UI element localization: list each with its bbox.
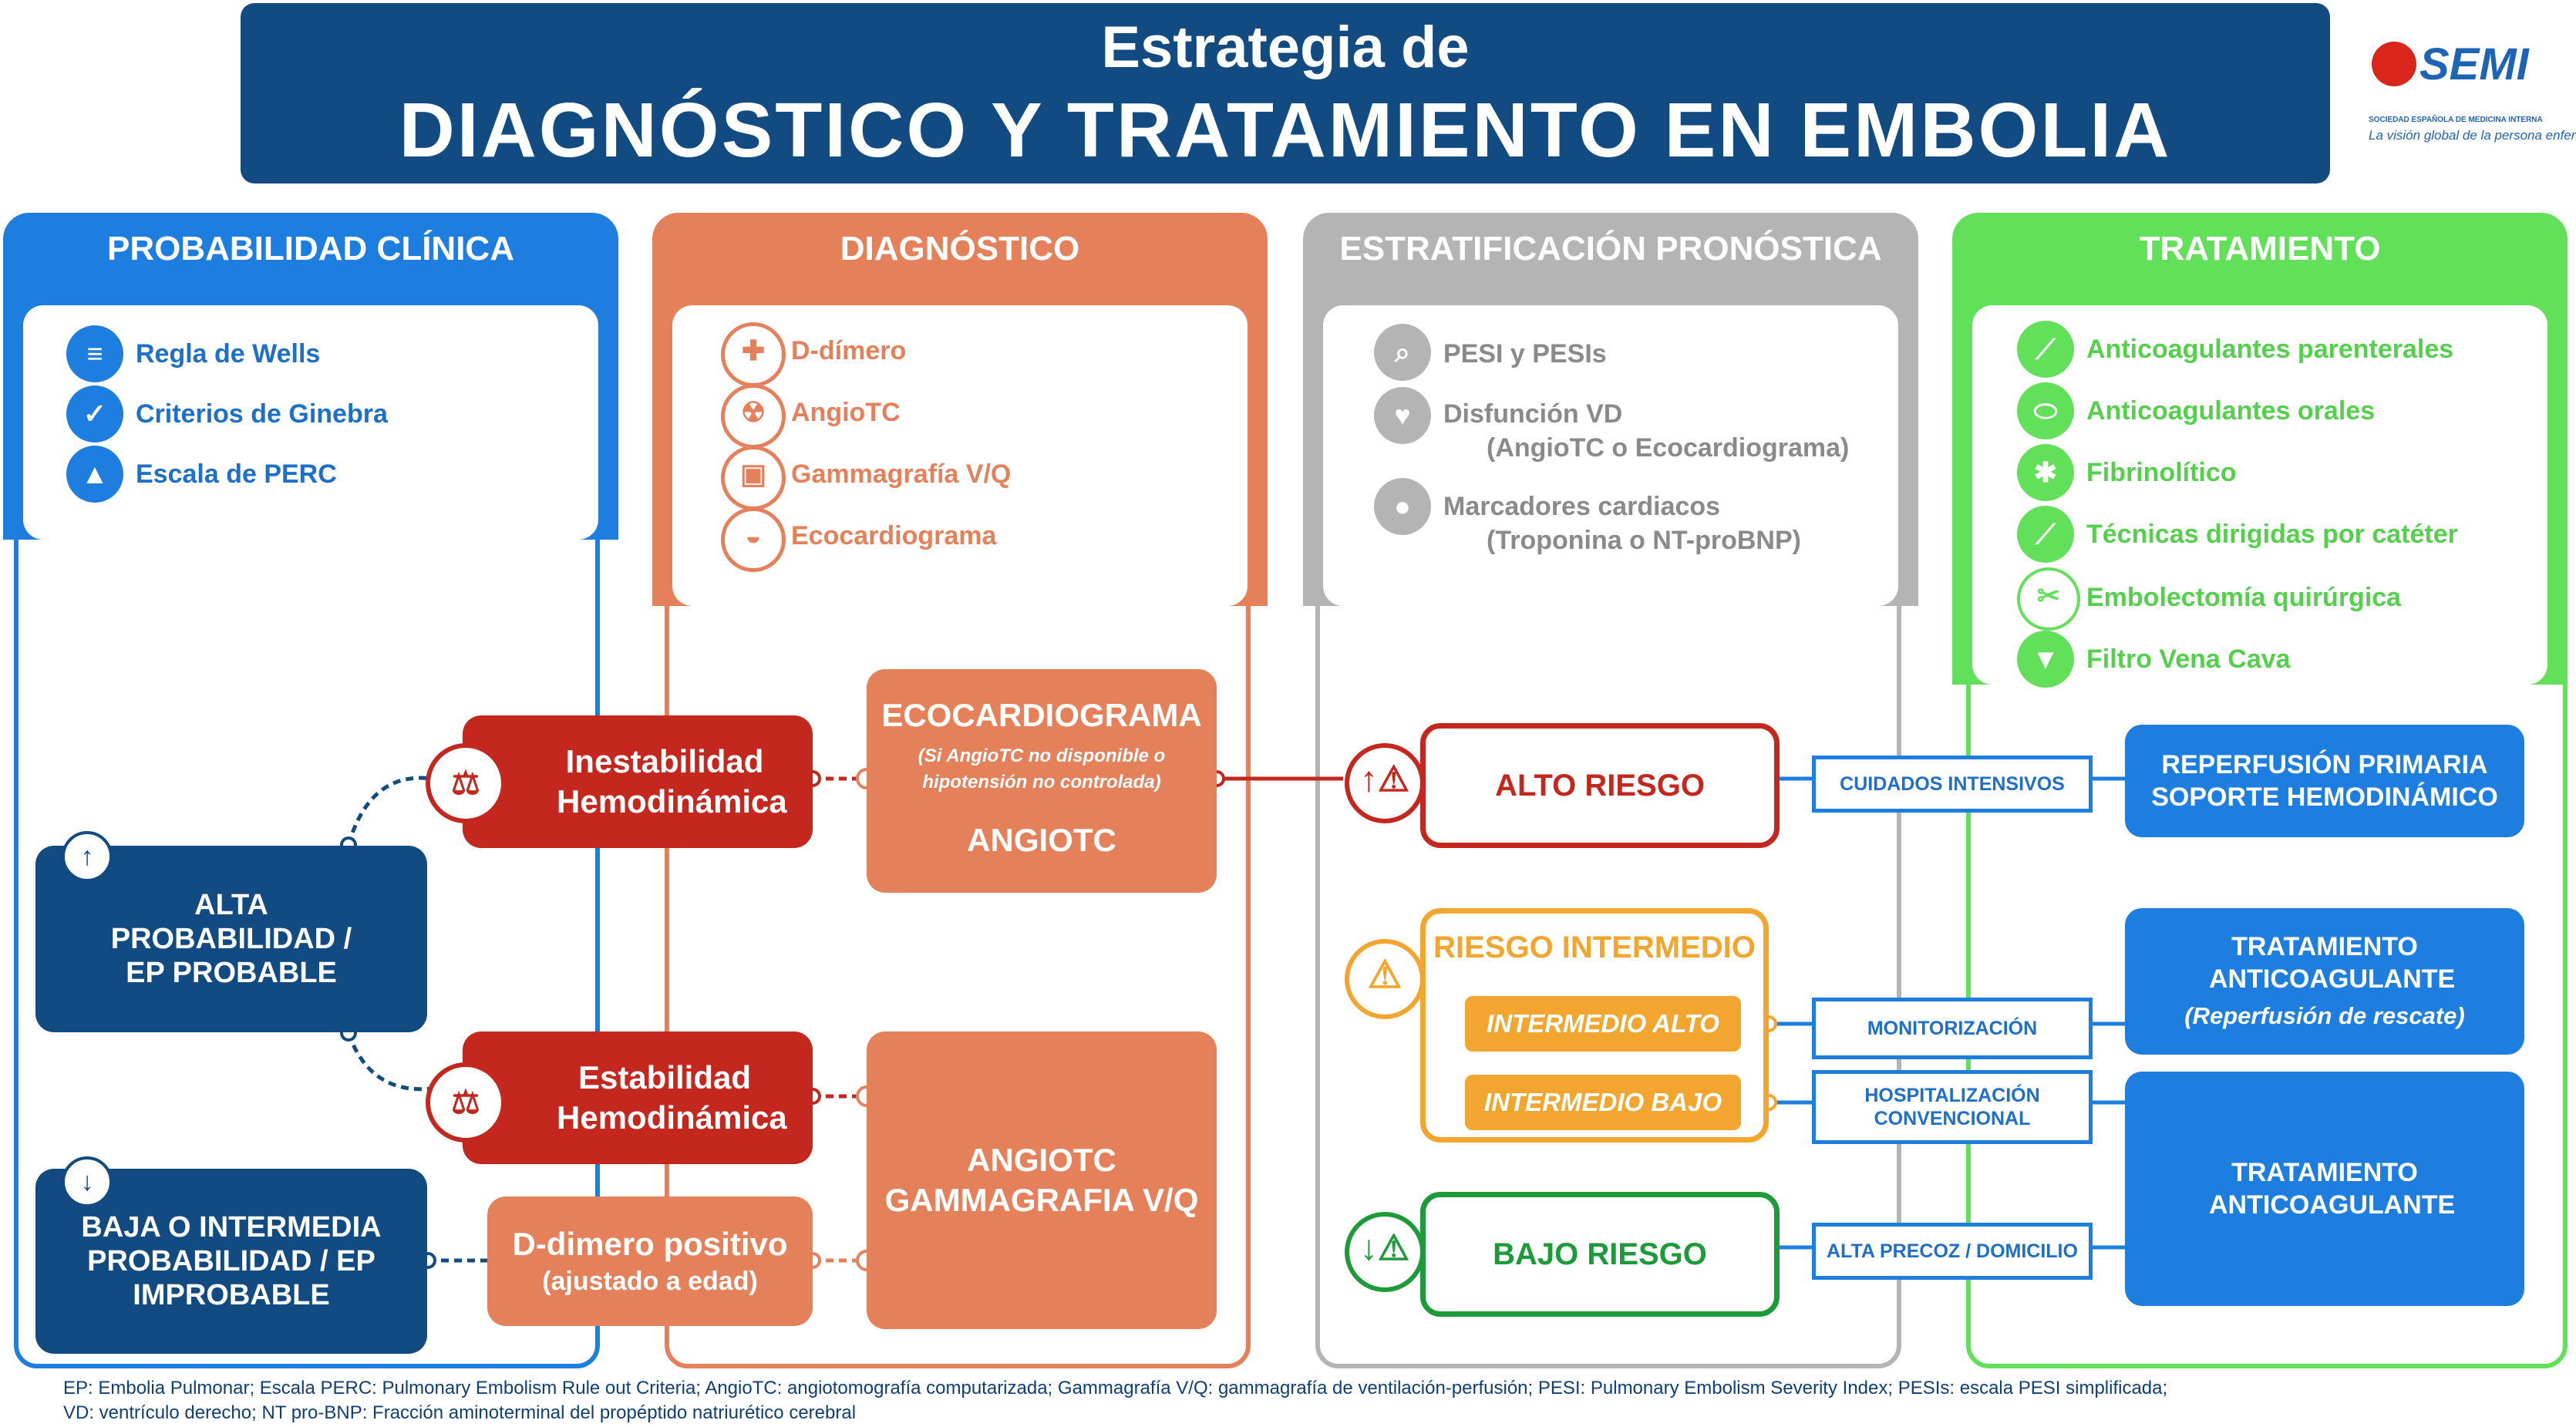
- presentation-icon: ✓: [66, 385, 123, 443]
- care-hospitalizacion: HOSPITALIZACIÓN CONVENCIONAL: [1812, 1070, 2093, 1144]
- care-uci: CUIDADOS INTENSIVOS: [1812, 756, 2093, 813]
- item-filtro-vena-cava: Filtro Vena Cava: [2086, 645, 2291, 674]
- item-disfuncion-vd: Disfunción VD: [1443, 399, 1623, 429]
- item-angiotc: AngioTC: [791, 398, 901, 427]
- ultrasound-icon: ◒: [721, 507, 786, 572]
- item-regla-wells: Regla de Wells: [136, 339, 321, 369]
- treatment-rescate-label: (Reperfusión de rescate): [2184, 1002, 2465, 1029]
- ecocardiograma-label: ECOCARDIOGRAMA: [881, 697, 1202, 733]
- radiation-icon: ☢: [721, 384, 786, 449]
- item-criterios-ginebra: Criterios de Ginebra: [136, 399, 388, 429]
- logo-wordmark: SEMI: [2419, 39, 2529, 89]
- warning-down-icon: ↓⚠: [1345, 1212, 1425, 1292]
- bajo-riesgo-label: BAJO RIESGO: [1493, 1237, 1707, 1271]
- item-tecnicas-cateter: Técnicas dirigidas por catéter: [2086, 520, 2458, 549]
- filter-icon: ▼: [2017, 631, 2074, 688]
- intermedio-bajo-bar: INTERMEDIO BAJO: [1465, 1075, 1741, 1130]
- angiotc-gammagrafia-label: ANGIOTC GAMMAGRAFIA V/Q: [884, 1142, 1199, 1218]
- alto-riesgo-label: ALTO RIESGO: [1495, 768, 1705, 803]
- scalpel-icon: ✂: [2017, 567, 2080, 631]
- footer-abbreviations: EP: Embolia Pulmonar; Escala PERC: Pulmo…: [63, 1376, 2531, 1425]
- flowchart-icon: ≡: [66, 325, 123, 382]
- footer-line2: VD: ventrículo derecho; NT pro-BNP: Frac…: [63, 1402, 857, 1423]
- item-marcadores: Marcadores cardiacos: [1443, 492, 1721, 521]
- treatment-anticoagulante: TRATAMIENTO ANTICOAGULANTE: [2125, 1072, 2524, 1306]
- estabilidad-box: Estabilidad Hemodinámica: [463, 1032, 813, 1164]
- catheter-icon: ⟋: [2017, 506, 2074, 563]
- estabilidad-label: Estabilidad Hemodinámica: [557, 1059, 787, 1136]
- ddimero-positivo-label: D-dimero positivo: [512, 1226, 788, 1262]
- intermedio-alto-label: INTERMEDIO ALTO: [1487, 1009, 1719, 1038]
- clot-icon: ✱: [2017, 444, 2074, 501]
- treatment-reperfusion: REPERFUSIÓN PRIMARIA SOPORTE HEMODINÁMIC…: [2125, 725, 2524, 837]
- item-marcadores-sub: (Troponina o NT-proBNP): [1487, 526, 1801, 555]
- ecocardiograma-angiotc-box: ECOCARDIOGRAMA (Si AngioTC no disponible…: [867, 669, 1217, 893]
- logo-tagline: La visión global de la persona enferma: [2369, 128, 2576, 143]
- item-fibrinolitico: Fibrinolítico: [2086, 458, 2237, 487]
- item-d-dimero: D-dímero: [791, 336, 907, 365]
- care-alta-precoz-label: ALTA PRECOZ / DOMICILIO: [1827, 1240, 2078, 1262]
- treatment-reperfusion-label: REPERFUSIÓN PRIMARIA: [2161, 750, 2488, 779]
- angiotc-label: ANGIOTC: [967, 822, 1116, 858]
- footer-line1: EP: Embolia Pulmonar; Escala PERC: Pulmo…: [63, 1378, 2168, 1398]
- inestabilidad-label: Inestabilidad Hemodinámica: [557, 743, 787, 820]
- warning-icon: ⚠: [1345, 939, 1425, 1019]
- ecocardiograma-note: (Si AngioTC no disponible o hipotensión …: [918, 745, 1166, 793]
- intermedio-bajo-label: INTERMEDIO BAJO: [1483, 1088, 1722, 1116]
- scale-unbalanced-icon: ⚖: [426, 743, 506, 823]
- treatment-anticoagulante-rescate: TRATAMIENTO ANTICOAGULANTE (Reperfusión …: [2125, 908, 2524, 1055]
- item-pesi: PESI y PESIs: [1443, 339, 1607, 369]
- pill-icon: ⬭: [2017, 382, 2074, 439]
- item-anticoag-orales: Anticoagulantes orales: [2086, 396, 2376, 426]
- arrow-up-icon: ↑: [62, 831, 113, 882]
- column-title: ESTRATIFICACIÓN PRONÓSTICA: [1339, 230, 1882, 268]
- treatment-soporte-label: SOPORTE HEMODINÁMICO: [2151, 782, 2498, 812]
- intermedio-alto-bar: INTERMEDIO ALTO: [1465, 996, 1741, 1052]
- column-title: TRATAMIENTO: [2139, 230, 2381, 268]
- item-gammagrafia: Gammagrafía V/Q: [791, 459, 1012, 489]
- pin-icon: ●: [1374, 478, 1431, 535]
- magnifier-icon: ⌕: [1374, 324, 1431, 381]
- item-ecocardiograma: Ecocardiograma: [791, 521, 997, 550]
- column-title: PROBABILIDAD CLÍNICA: [107, 230, 514, 268]
- bajo-riesgo-box: BAJO RIESGO: [1420, 1192, 1780, 1317]
- title-banner: Estrategia de DIAGNÓSTICO Y TRATAMIENTO …: [241, 3, 2330, 262]
- care-uci-label: CUIDADOS INTENSIVOS: [1840, 773, 2065, 795]
- care-monitorizacion: MONITORIZACIÓN: [1812, 998, 2093, 1059]
- item-embolectomia: Embolectomía quirúrgica: [2086, 583, 2402, 612]
- item-escala-perc: Escala de PERC: [136, 459, 337, 489]
- scan-monitor-icon: ▣: [721, 446, 786, 510]
- care-alta-precoz: ALTA PRECOZ / DOMICILIO: [1812, 1223, 2093, 1280]
- care-hospitalizacion-label: HOSPITALIZACIÓN CONVENCIONAL: [1864, 1085, 2040, 1129]
- warning-up-icon: ↑⚠: [1345, 743, 1425, 823]
- alta-probabilidad-label: ALTA PROBABILIDAD / EP PROBABLE: [110, 889, 352, 989]
- alto-riesgo-box: ALTO RIESGO: [1420, 723, 1780, 848]
- treatment-anticoagulante-label: TRATAMIENTO ANTICOAGULANTE: [2209, 932, 2456, 994]
- column-title: DIAGNÓSTICO: [840, 230, 1080, 268]
- item-disfuncion-vd-sub: (AngioTC o Ecocardiograma): [1487, 433, 1850, 463]
- title-line1: Estrategia de: [1101, 15, 1470, 80]
- logo-dot: [2372, 42, 2416, 86]
- syringe-icon: ⟋: [2017, 321, 2074, 378]
- logo-subtitle: SOCIEDAD ESPAÑOLA DE MEDICINA INTERNA: [2369, 116, 2543, 124]
- ddimero-positivo-sub: (ajustado a edad): [542, 1267, 758, 1296]
- heart-icon: ♥: [1374, 387, 1431, 444]
- treatment-anticoagulante-2-label: TRATAMIENTO ANTICOAGULANTE: [2209, 1158, 2456, 1220]
- angiotc-gammagrafia-box: ANGIOTC GAMMAGRAFIA V/Q: [867, 1032, 1217, 1329]
- semi-logo: SEMI SOCIEDAD ESPAÑOLA DE MEDICINA INTER…: [2359, 31, 2576, 154]
- care-monitorizacion-label: MONITORIZACIÓN: [1867, 1018, 2038, 1039]
- ddimero-positivo-box: D-dimero positivo (ajustado a edad): [487, 1196, 813, 1326]
- baja-probabilidad-label: BAJA O INTERMEDIA PROBABILIDAD / EP IMPR…: [81, 1211, 382, 1311]
- bar-chart-icon: ▲: [66, 446, 123, 503]
- inestabilidad-box: Inestabilidad Hemodinámica: [463, 715, 813, 848]
- arrow-down-icon: ↓: [62, 1156, 113, 1207]
- item-anticoag-parenterales: Anticoagulantes parenterales: [2086, 335, 2454, 364]
- riesgo-intermedio-label: RIESGO INTERMEDIO: [1433, 931, 1756, 964]
- scale-balanced-icon: ⚖: [426, 1062, 506, 1143]
